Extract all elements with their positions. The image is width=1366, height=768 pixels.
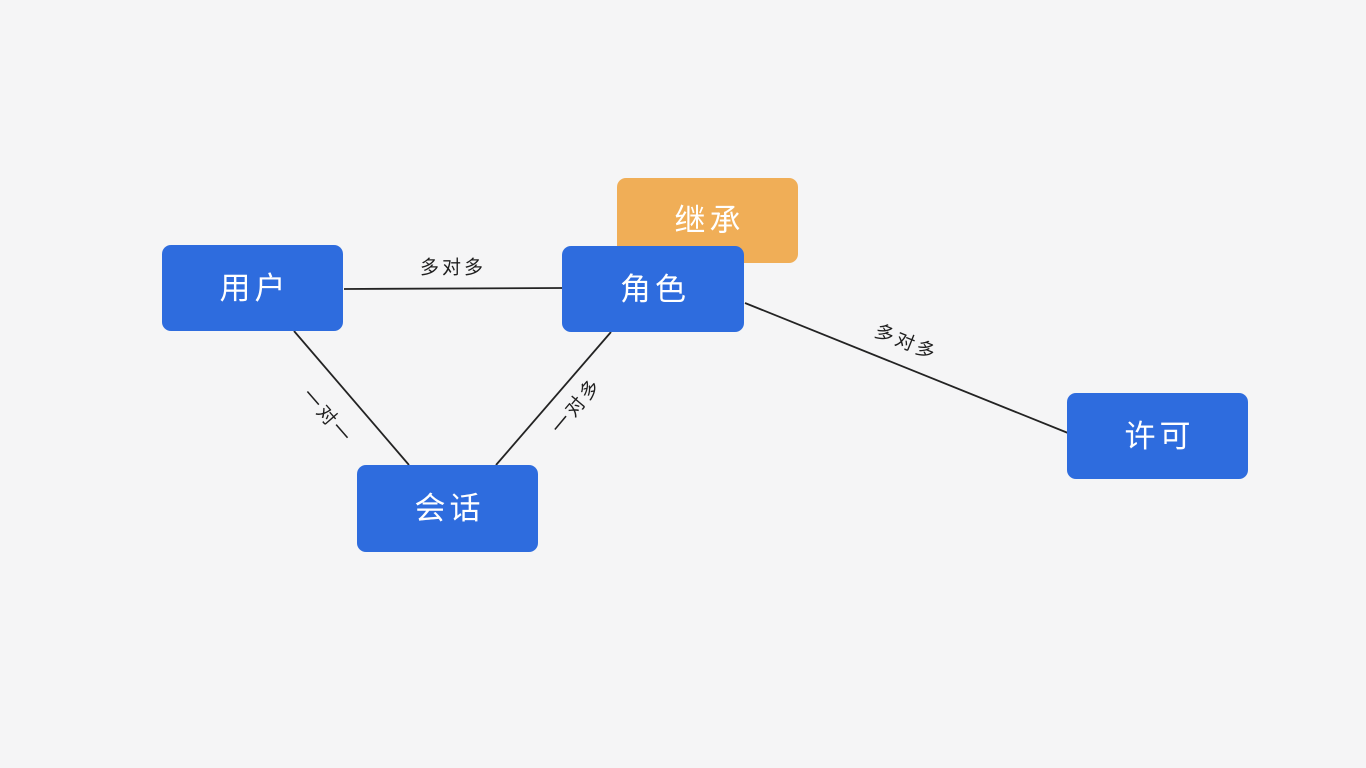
edge-label-user-role[interactable]: 多对多 <box>419 257 487 279</box>
node-role-label: 角色 <box>620 271 690 307</box>
node-role[interactable]: 角色 <box>562 246 744 332</box>
edge-label-user-session[interactable]: 一对一 <box>297 385 357 449</box>
node-session[interactable]: 会话 <box>357 465 538 552</box>
node-session-label: 会话 <box>414 491 485 526</box>
edge-line-user-role[interactable] <box>343 287 563 290</box>
node-inherit-label: 继承 <box>674 203 745 238</box>
edge-line-user-session[interactable] <box>293 330 410 466</box>
node-permission[interactable]: 许可 <box>1067 393 1248 479</box>
node-user[interactable]: 用户 <box>162 245 343 331</box>
node-user-label: 用户 <box>219 270 290 306</box>
edge-line-role-session[interactable] <box>495 331 612 466</box>
edge-label-role-session[interactable]: 一对多 <box>547 373 607 439</box>
node-permission-label: 许可 <box>1124 418 1195 454</box>
edge-line-role-permission[interactable] <box>744 302 1069 434</box>
